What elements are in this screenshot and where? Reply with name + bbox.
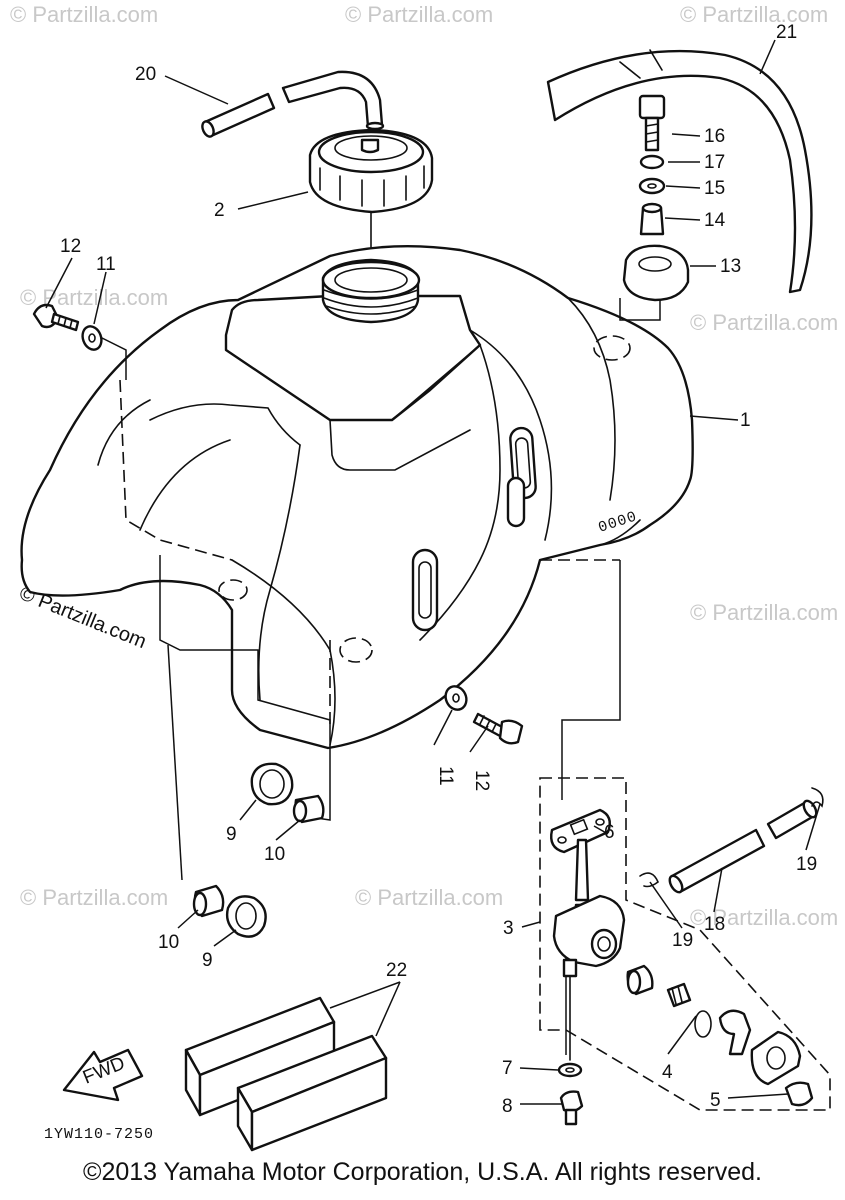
- callout-7: 7: [502, 1058, 513, 1079]
- damper-collar-upper: [250, 762, 325, 824]
- callout-22: 22: [386, 960, 407, 981]
- callout-13: 13: [720, 256, 741, 277]
- bolt-washer-left: [32, 303, 103, 351]
- callout-10-upper: 10: [264, 844, 285, 865]
- callout-6: 6: [604, 822, 615, 843]
- leader-lines: [45, 39, 821, 1105]
- callout-10-lower: 10: [158, 932, 179, 953]
- fuel-cock-lever-parts: [626, 964, 814, 1107]
- gasket-drain-bolt: [557, 1062, 584, 1126]
- callout-11-left: 11: [96, 254, 116, 275]
- watermark: © Partzilla.com: [690, 600, 838, 625]
- callout-2: 2: [214, 200, 225, 221]
- watermark: © Partzilla.com: [690, 310, 838, 335]
- bolt-stack: [622, 94, 690, 302]
- hose-clips: [639, 787, 824, 888]
- callout-18: 18: [704, 914, 725, 935]
- fuel-cock-assembly: [539, 777, 831, 1111]
- watermark: © Partzilla.com: [10, 2, 158, 27]
- callout-19-upper: 19: [796, 854, 817, 875]
- callout-9-upper: 9: [226, 824, 237, 845]
- tank-band: [546, 49, 813, 294]
- callout-11-right: 11: [435, 766, 456, 786]
- callout-16: 16: [704, 126, 725, 147]
- fwd-arrow-icon: FWD: [62, 1048, 144, 1102]
- callout-1: 1: [740, 410, 751, 431]
- fuel-cap: [308, 128, 434, 214]
- breather-hose: [201, 70, 385, 138]
- callout-12-right: 12: [471, 770, 492, 791]
- callout-8: 8: [502, 1096, 513, 1117]
- diagram-code: 1YW110-7250: [44, 1126, 154, 1143]
- callout-3: 3: [503, 918, 514, 939]
- callout-20: 20: [135, 64, 156, 85]
- callout-15: 15: [704, 178, 725, 199]
- callout-12-left: 12: [60, 236, 81, 257]
- damper-blocks: [184, 996, 388, 1152]
- callout-21: 21: [776, 22, 797, 43]
- callout-14: 14: [704, 210, 726, 231]
- copyright-notice: ©2013 Yamaha Motor Corporation, U.S.A. A…: [83, 1158, 762, 1186]
- fuel-tank: 0000: [20, 244, 694, 750]
- callout-9-lower: 9: [202, 950, 213, 971]
- bolt-washer-right: [444, 685, 524, 745]
- collar-damper-lower: [192, 884, 267, 938]
- callout-labels: 20 2 21 16 17 15 14 13 1 12 11 11 12 9 1…: [60, 22, 817, 1117]
- watermark: © Partzilla.com: [355, 885, 503, 910]
- callout-19-lower: 19: [672, 930, 693, 951]
- callout-4: 4: [662, 1062, 673, 1083]
- watermark: © Partzilla.com: [345, 2, 493, 27]
- watermark: © Partzilla.com: [20, 885, 168, 910]
- callout-17: 17: [704, 152, 725, 173]
- watermark: © Partzilla.com: [680, 2, 828, 27]
- callout-5: 5: [710, 1090, 721, 1111]
- fuel-hose: [668, 799, 818, 894]
